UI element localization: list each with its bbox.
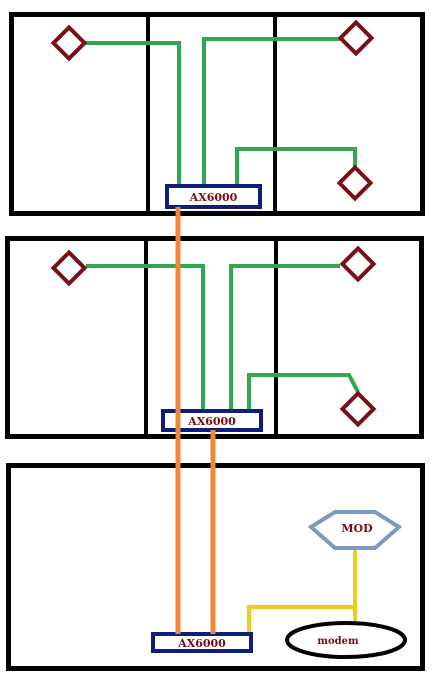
access-point-top-bottom-right	[336, 164, 374, 202]
router-middle-label: AX6000	[187, 415, 236, 428]
mod-hexagon	[307, 510, 403, 550]
modem-label: modem	[317, 636, 359, 647]
access-point-middle-right	[339, 245, 377, 283]
mod-label: MOD	[341, 522, 373, 535]
floor-top: AX6000	[9, 12, 425, 216]
router-top: AX6000	[165, 184, 262, 209]
access-point-middle-left	[50, 249, 88, 287]
router-bottom-box	[151, 632, 253, 653]
router-bottom: AX6000	[151, 632, 253, 653]
router-bottom-label: AX6000	[177, 637, 226, 650]
access-point-middle-bottom-right	[339, 390, 377, 428]
modem-device: modem	[285, 621, 407, 659]
mod-device: MOD	[307, 510, 403, 550]
floor-top-green-cables	[85, 37, 357, 186]
floor-bottom: MOD modem AX6000	[6, 463, 425, 671]
access-point-top-right	[337, 19, 375, 57]
floor-top-outline	[9, 12, 425, 216]
floor-middle-green-cables	[86, 264, 360, 411]
router-top-box	[165, 184, 262, 209]
access-point-top-left	[50, 24, 88, 62]
router-top-label: AX6000	[189, 191, 238, 204]
modem-ellipse	[285, 621, 407, 659]
floor-middle: AX6000	[5, 236, 424, 439]
